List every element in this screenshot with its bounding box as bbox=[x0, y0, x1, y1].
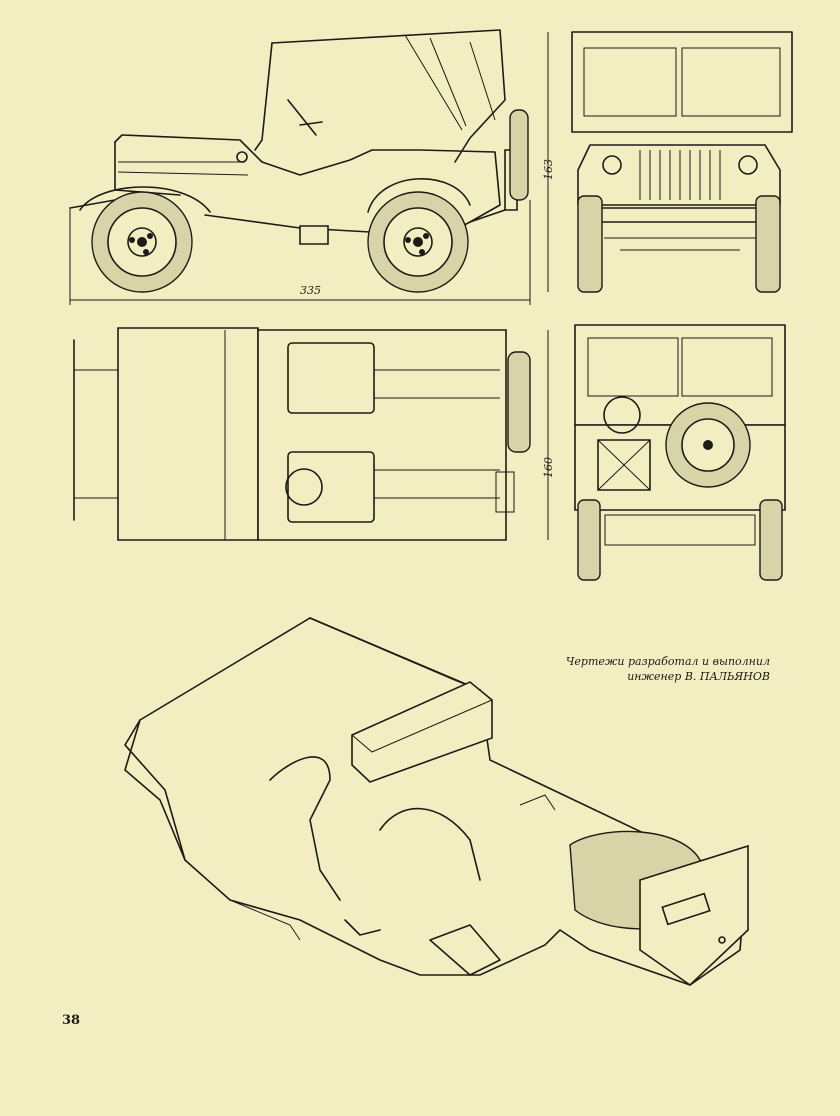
height-dimension: 163 bbox=[542, 32, 555, 292]
front-view: 163 bbox=[542, 32, 792, 292]
driver-seat bbox=[288, 452, 374, 522]
front-wheel-side bbox=[92, 192, 192, 292]
credit-line-2: инженер В. ПАЛЬЯНОВ bbox=[627, 670, 770, 683]
height-dimension-label: 163 bbox=[542, 159, 555, 180]
door-cutout-front bbox=[270, 757, 340, 900]
length-dimension: 335 bbox=[70, 200, 530, 305]
front-bumper bbox=[585, 208, 775, 222]
drawing-credit: Чертежи разработал и выполнил инженер В.… bbox=[566, 654, 770, 684]
rear-left-tire bbox=[578, 500, 600, 580]
front-right-tire bbox=[756, 196, 780, 292]
top-view: 160 bbox=[74, 328, 555, 540]
front-grille-body bbox=[578, 145, 780, 205]
rear-wheel-side bbox=[368, 192, 468, 292]
front-fender bbox=[80, 187, 210, 212]
width-dimension-label: 160 bbox=[542, 457, 555, 478]
soft-top-outline bbox=[272, 30, 505, 162]
spare-wheel-top bbox=[508, 352, 530, 452]
windshield-frame bbox=[572, 32, 792, 132]
steering-wheel-rear bbox=[604, 397, 640, 433]
steering-wheel-side bbox=[288, 100, 322, 135]
steering-wheel-top bbox=[286, 469, 322, 505]
isometric-body-drawing bbox=[125, 618, 748, 985]
cowl-box bbox=[352, 682, 492, 782]
rear-windshield-frame bbox=[575, 325, 785, 425]
hood-top bbox=[118, 328, 258, 540]
rear-right-tire bbox=[760, 500, 782, 580]
side-view: 335 bbox=[70, 30, 530, 305]
page-number: 38 bbox=[62, 1013, 81, 1028]
rear-view bbox=[575, 325, 785, 580]
passenger-seat bbox=[288, 343, 374, 413]
width-dimension: 160 bbox=[542, 330, 555, 540]
credit-line-1: Чертежи разработал и выполнил bbox=[565, 655, 770, 668]
length-dimension-label: 335 bbox=[300, 284, 321, 297]
front-left-tire bbox=[578, 196, 602, 292]
rear-fender bbox=[368, 179, 470, 212]
body-top bbox=[258, 330, 506, 540]
